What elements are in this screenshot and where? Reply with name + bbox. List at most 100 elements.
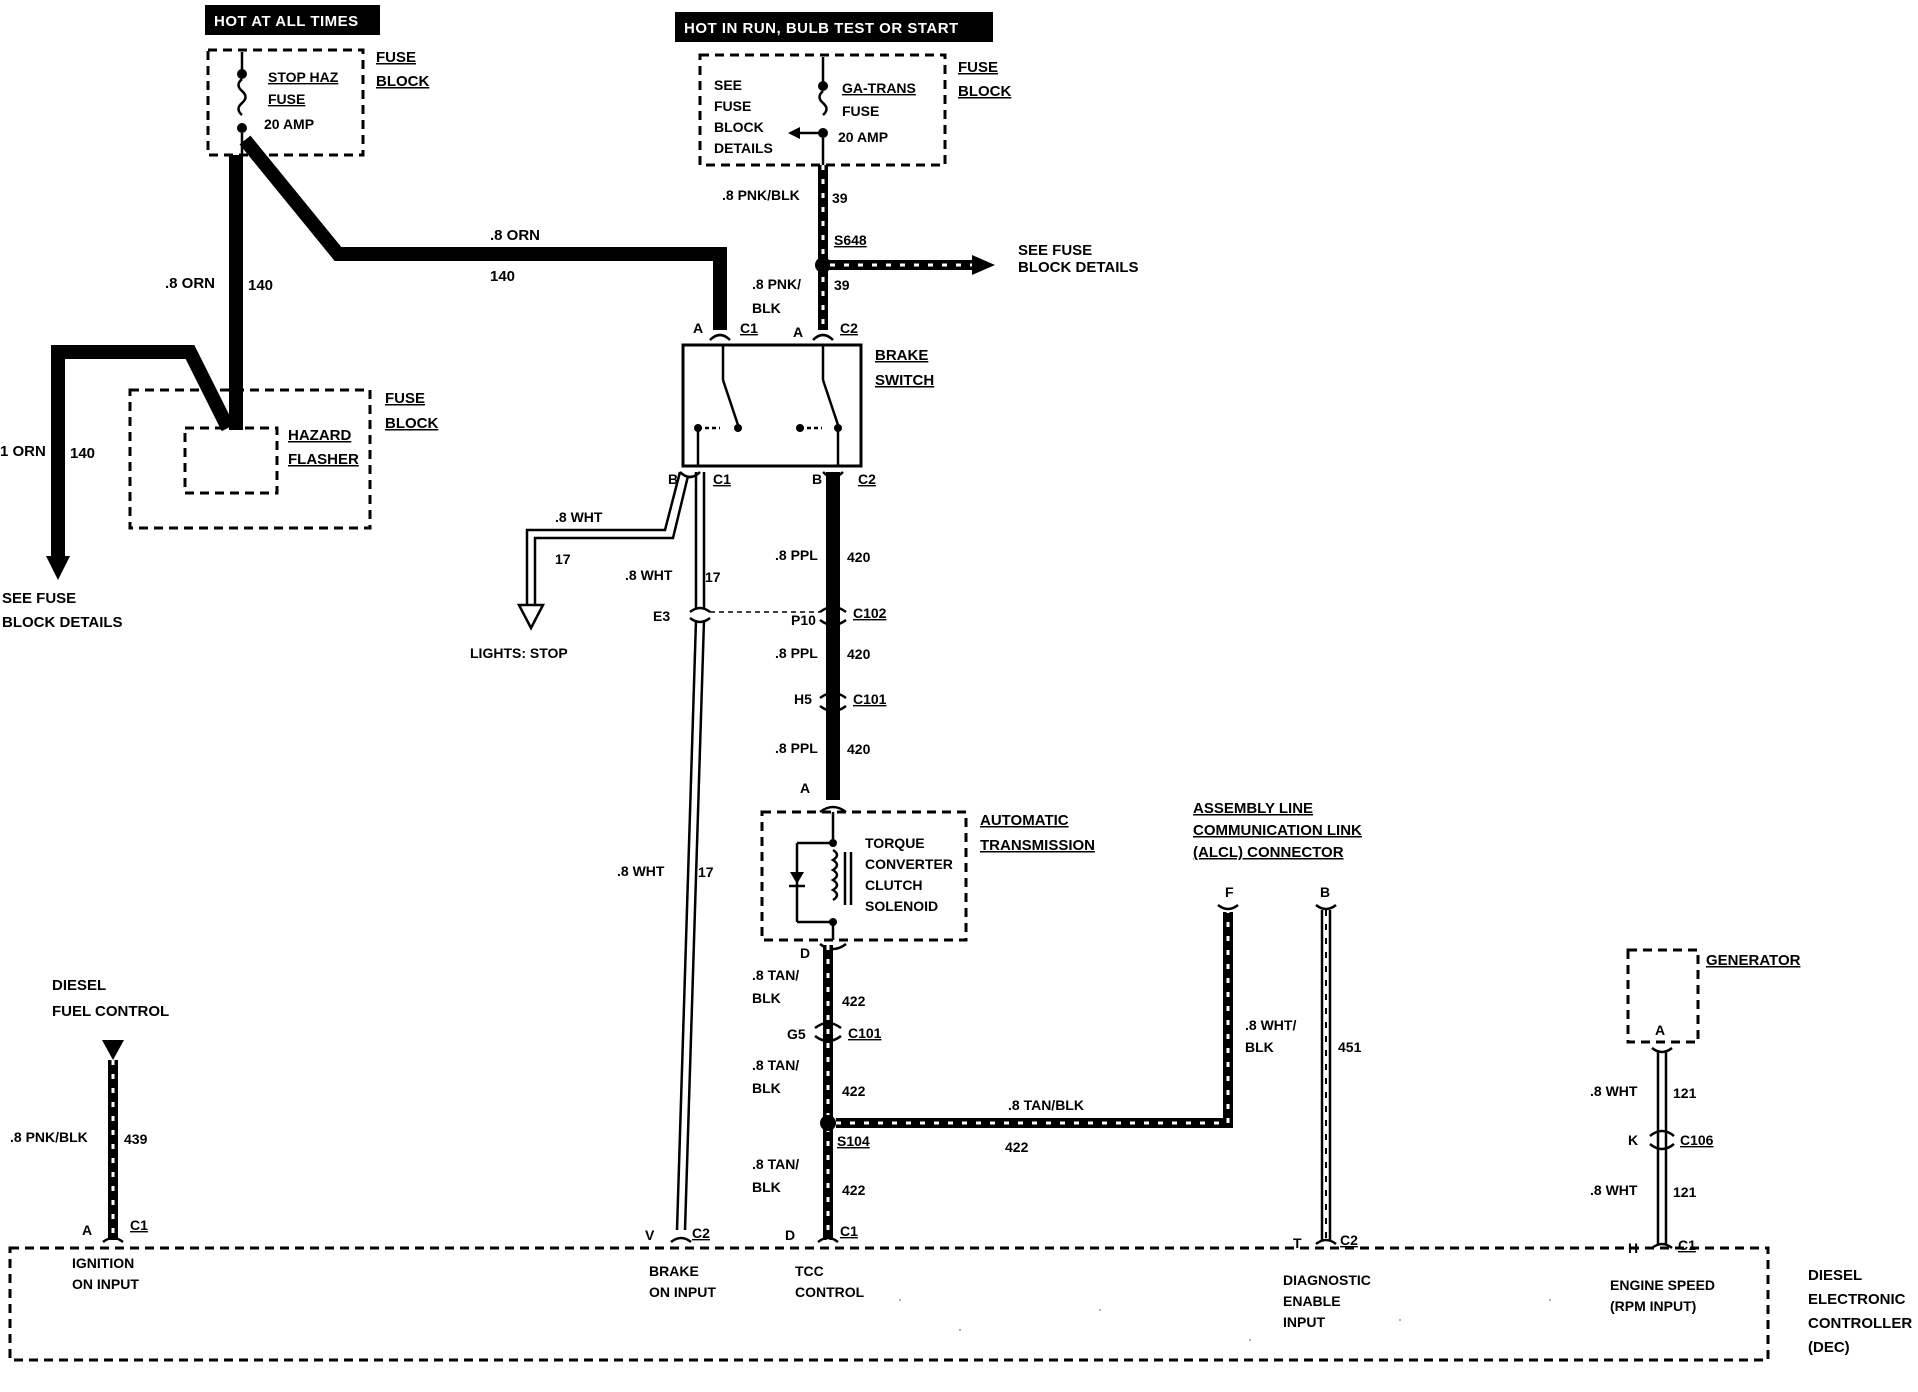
label-fuse-block-left-block1: FUSE xyxy=(376,49,416,66)
label-connectors-gen-a: A xyxy=(1655,1022,1665,1038)
label-connectors-alcl-b: B xyxy=(1320,884,1330,900)
label-headers-hot-all-times: HOT AT ALL TIMES xyxy=(214,13,359,30)
label-wires-see-fuse-right1: SEE FUSE xyxy=(1018,242,1092,259)
label-connectors-p10: P10 xyxy=(791,612,816,628)
label-connectors-h5: H5 xyxy=(794,691,812,707)
label-components-dec3: CONTROLLER xyxy=(1808,1315,1912,1332)
label-dec-inputs-diag2: ENABLE xyxy=(1283,1293,1341,1309)
label-connectors-c2b: C2 xyxy=(858,471,876,487)
label-connectors-c2: C2 xyxy=(840,320,858,336)
label-wires-w439-num: 439 xyxy=(124,1131,148,1147)
label-dec-inputs-ign2: ON INPUT xyxy=(72,1276,139,1292)
label-connectors-dec-c1c: C1 xyxy=(1678,1237,1696,1253)
label-connectors-dec-t: T xyxy=(1293,1235,1302,1251)
label-wires-w422d-num: 422 xyxy=(1005,1139,1029,1155)
label-dec-inputs-eng1: ENGINE SPEED xyxy=(1610,1277,1715,1293)
connector-alcl-f xyxy=(1217,903,1239,911)
label-wires-w140c-num: 140 xyxy=(70,445,95,462)
connector-k xyxy=(1649,1129,1675,1137)
label-wires-w121a-color: .8 WHT xyxy=(1590,1083,1638,1099)
label-wires-w39a-color: .8 PNK/BLK xyxy=(722,187,800,203)
label-wires-see-fuse-right2: BLOCK DETAILS xyxy=(1018,259,1139,276)
label-wires-w121b-num: 121 xyxy=(1673,1184,1697,1200)
label-wires-w420a-color: .8 PPL xyxy=(775,547,818,563)
label-hazard-block1: FUSE xyxy=(385,390,425,407)
label-components-auto1: AUTOMATIC xyxy=(980,812,1069,829)
label-wires-w420c-num: 420 xyxy=(847,741,871,757)
label-components-dec1: DIESEL xyxy=(1808,1267,1862,1284)
label-wires-w17b-color: .8 WHT xyxy=(625,567,673,583)
label-connectors-dec-c1a: C1 xyxy=(130,1217,148,1233)
label-wires-see-fuse-left1: SEE FUSE xyxy=(2,590,76,607)
connector-g5 xyxy=(814,1021,842,1030)
label-fuse-block-right-block2: BLOCK xyxy=(958,83,1011,100)
label-components-dec4: (DEC) xyxy=(1808,1339,1850,1356)
arrow-left-icon xyxy=(788,127,800,139)
label-fuse-block-right-see2: FUSE xyxy=(714,98,751,114)
connector-e3 xyxy=(689,606,711,614)
label-wires-w420b-color: .8 PPL xyxy=(775,645,818,661)
label-connectors-c2-b: B xyxy=(812,471,822,487)
label-connectors-c106: C106 xyxy=(1680,1132,1714,1148)
label-components-diesel-fuel1: DIESEL xyxy=(52,977,106,994)
label-hazard-block2: BLOCK xyxy=(385,415,438,432)
label-wires-w39b-color2: BLK xyxy=(752,300,781,316)
fuse-block-ga-trans: SEE FUSE BLOCK DETAILS GA-TRANS FUSE 20 … xyxy=(698,53,1011,167)
label-connectors-dec-d: D xyxy=(785,1227,795,1243)
label-fuse-block-left-fuse: FUSE xyxy=(268,91,305,107)
label-components-alcl3: (ALCL) CONNECTOR xyxy=(1193,844,1344,861)
label-components-auto2: TRANSMISSION xyxy=(980,837,1095,854)
wire-422-to-alcl xyxy=(836,912,1233,1128)
label-connectors-dec-c2b: C2 xyxy=(1340,1232,1358,1248)
label-wires-w422c-color1: .8 TAN/ xyxy=(752,1156,799,1172)
label-fuse-block-right-block1: FUSE xyxy=(958,59,998,76)
label-connectors-e3: E3 xyxy=(653,608,670,624)
connector-p10 xyxy=(819,605,847,614)
label-fuse-block-left-name: STOP HAZ xyxy=(268,69,339,85)
connector-dec-a xyxy=(102,1236,124,1244)
label-wires-w140c-color: 1 ORN xyxy=(0,443,46,460)
label-connectors-c1-b: B xyxy=(668,471,678,487)
label-components-tcc3: CLUTCH xyxy=(865,877,923,893)
diesel-electronic-controller xyxy=(8,1246,1770,1362)
label-wires-w420c-color: .8 PPL xyxy=(775,740,818,756)
label-components-dec2: ELECTRONIC xyxy=(1808,1291,1906,1308)
label-wires-w121a-num: 121 xyxy=(1673,1085,1697,1101)
label-fuse-block-right-see4: DETAILS xyxy=(714,140,773,156)
label-fuse-block-right-see3: BLOCK xyxy=(714,119,764,135)
label-connectors-dec-c2a: C2 xyxy=(692,1225,710,1241)
wire-1-orn-140 xyxy=(51,345,235,560)
label-components-brake2: SWITCH xyxy=(875,372,934,389)
label-dec-inputs-tcc2: CONTROL xyxy=(795,1284,865,1300)
arrow-down-icon xyxy=(102,1040,124,1060)
label-wires-w451-color1: .8 WHT/ xyxy=(1245,1017,1296,1033)
label-connectors-alcl-f: F xyxy=(1225,884,1234,900)
label-wires-w422b-num: 422 xyxy=(842,1083,866,1099)
label-fuse-block-left-block2: BLOCK xyxy=(376,73,429,90)
connector-dec-t xyxy=(1315,1238,1337,1246)
splice-s104 xyxy=(820,1115,836,1131)
fuse-block-stop-haz: STOP HAZ FUSE 20 AMP FUSE BLOCK xyxy=(206,48,429,157)
label-components-tcc4: SOLENOID xyxy=(865,898,938,914)
label-connectors-k: K xyxy=(1628,1132,1638,1148)
wire-451 xyxy=(1320,910,1332,1240)
label-wires-w17a-num: 17 xyxy=(555,551,571,567)
label-wires-w451-color2: BLK xyxy=(1245,1039,1274,1055)
label-wires-w422a-color1: .8 TAN/ xyxy=(752,967,799,983)
label-dec-inputs-diag3: INPUT xyxy=(1283,1314,1325,1330)
header-hot-all-times: HOT AT ALL TIMES xyxy=(205,5,380,35)
label-components-diesel-fuel2: FUEL CONTROL xyxy=(52,1003,169,1020)
label-wires-lights-stop: LIGHTS: STOP xyxy=(470,645,568,661)
label-wires-w17b-num: 17 xyxy=(705,569,721,585)
label-wires-s104: S104 xyxy=(837,1133,870,1149)
header-hot-in-run: HOT IN RUN, BULB TEST OR START xyxy=(675,12,993,42)
label-fuse-block-right-fuse: FUSE xyxy=(842,103,879,119)
connector-dec-h xyxy=(1651,1242,1673,1250)
label-connectors-g5: G5 xyxy=(787,1026,806,1042)
connector-dec-v xyxy=(670,1236,692,1244)
label-wires-w17c-num: 17 xyxy=(698,864,714,880)
label-hazard-name2: FLASHER xyxy=(288,451,359,468)
label-dec-inputs-diag1: DIAGNOSTIC xyxy=(1283,1272,1371,1288)
label-dec-inputs-brake2: ON INPUT xyxy=(649,1284,716,1300)
